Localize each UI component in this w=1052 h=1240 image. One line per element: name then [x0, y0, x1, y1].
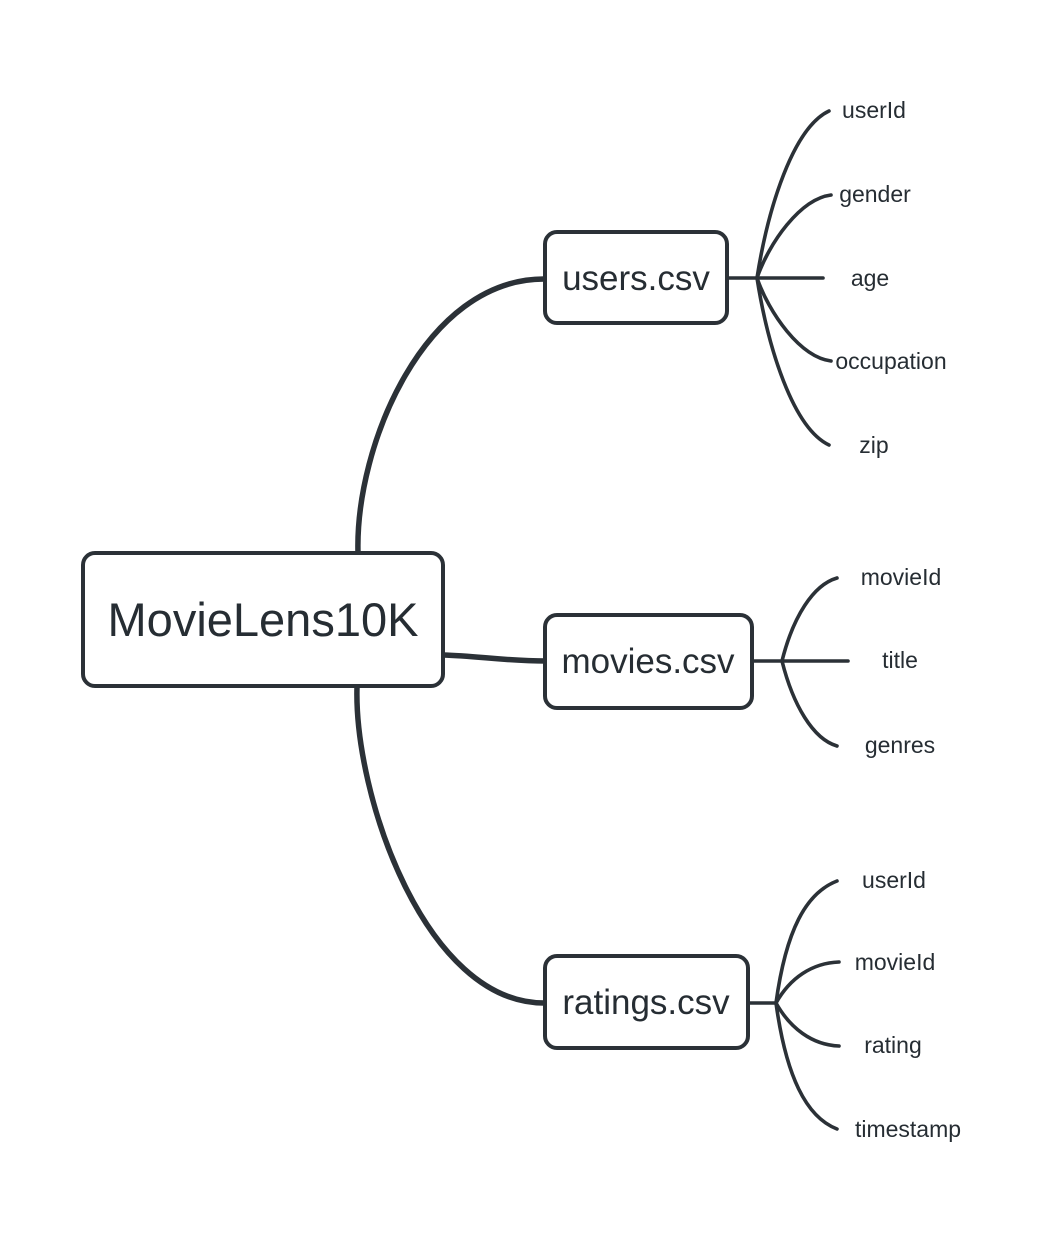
node-movies-label: movies.csv [561, 642, 735, 681]
leaf-movies-title[interactable]: title [882, 647, 918, 673]
edge-root-ratings [354, 684, 547, 1006]
edge-users-gender [755, 193, 833, 280]
leaf-users-gender[interactable]: gender [839, 181, 911, 207]
leaf-users-occupation[interactable]: occupation [835, 348, 946, 374]
leaf-ratings-userid[interactable]: userId [862, 867, 926, 893]
edge-ratings-timestamp [774, 1001, 839, 1131]
edge-users-zip [755, 276, 831, 447]
node-ratings-box[interactable] [543, 954, 750, 1050]
node-root-label: MovieLens10K [108, 593, 419, 646]
node-movies-csv[interactable]: movies.csv [543, 613, 754, 710]
node-users-label: users.csv [562, 259, 710, 298]
edge-movies-genres [780, 659, 839, 748]
edge-ratings-movieid [774, 960, 841, 1005]
node-users-csv[interactable]: users.csv [543, 230, 729, 325]
leaf-users-age[interactable]: age [851, 265, 889, 291]
node-root[interactable]: MovieLens10K [81, 551, 445, 688]
leaf-ratings-movieid[interactable]: movieId [855, 949, 936, 975]
leaf-ratings-rating[interactable]: rating [864, 1032, 922, 1058]
leaf-movies-genres[interactable]: genres [865, 732, 935, 758]
leaf-movies-movieid[interactable]: movieId [861, 564, 942, 590]
edge-ratings-rating [774, 1001, 841, 1048]
edge-movies-movieid [780, 576, 839, 663]
edge-root-movies [440, 652, 549, 664]
edge-users-occupation [755, 276, 833, 363]
edge-users-userid [755, 109, 831, 280]
leaf-users-userid[interactable]: userId [842, 97, 906, 123]
edge-root-users [355, 276, 547, 556]
edge-ratings-userid [774, 879, 839, 1005]
node-movies-box[interactable] [543, 613, 754, 710]
node-ratings-label: ratings.csv [562, 983, 730, 1022]
node-root-box[interactable] [81, 551, 445, 688]
node-ratings-csv[interactable]: ratings.csv [543, 954, 750, 1050]
leaf-ratings-timestamp[interactable]: timestamp [855, 1116, 961, 1142]
node-users-box[interactable] [543, 230, 729, 325]
leaf-users-zip[interactable]: zip [859, 432, 888, 458]
